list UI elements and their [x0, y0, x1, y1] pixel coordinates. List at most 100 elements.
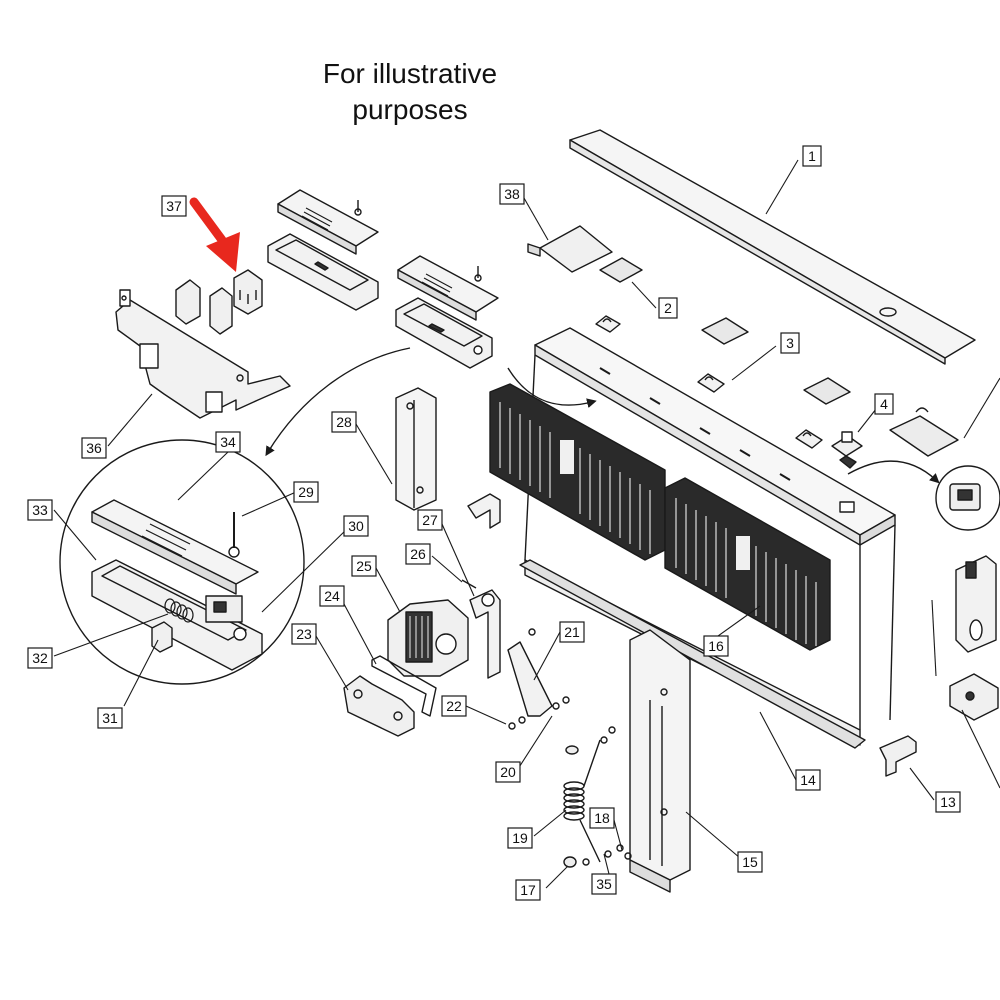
- callout-labels: 1234131415161718192021222324252627282930…: [27, 145, 961, 901]
- callout-box-15: [737, 851, 763, 873]
- detail-circle-left: [59, 439, 305, 685]
- callout-box-3: [780, 332, 800, 354]
- callout-label-38: 38: [504, 186, 520, 202]
- callout-label-33: 33: [32, 502, 48, 518]
- part-16-grille: [489, 383, 831, 651]
- callout-box-34: [215, 431, 241, 453]
- part-block-right: [949, 673, 999, 721]
- callout-label-25: 25: [356, 558, 372, 574]
- part-15-hinge-arm: [629, 629, 691, 893]
- part-switch-cover-mid: [397, 255, 499, 321]
- callout-label-35: 35: [596, 876, 612, 892]
- part-1-top-trim: [569, 129, 976, 365]
- callout-box-35: [591, 873, 617, 895]
- curved-arrow-left: [265, 347, 411, 457]
- callout-box-31: [97, 707, 123, 729]
- callout-label-1: 1: [808, 148, 816, 164]
- highlight-arrow: [189, 197, 240, 272]
- part-32-spring: [164, 598, 194, 623]
- part-switch-housing-mid: [395, 297, 493, 369]
- callout-box-4: [874, 393, 894, 415]
- callout-box-37: [161, 195, 187, 217]
- part-14-lower-rail: [519, 559, 866, 749]
- callout-label-3: 3: [786, 335, 794, 351]
- callout-label-31: 31: [102, 710, 118, 726]
- callout-label-34: 34: [220, 434, 236, 450]
- part-switch-housing-top: [267, 233, 379, 311]
- callout-box-26: [405, 543, 431, 565]
- callout-box-22: [441, 695, 467, 717]
- callout-label-15: 15: [742, 854, 758, 870]
- part-clip-a: [595, 315, 621, 333]
- callout-label-26: 26: [410, 546, 426, 562]
- callout-label-30: 30: [348, 518, 364, 534]
- callout-label-20: 20: [500, 764, 516, 780]
- part-small-panel-right: [889, 407, 959, 457]
- part-21-lever: [507, 641, 553, 717]
- callout-label-28: 28: [336, 414, 352, 430]
- part-pad-b: [803, 377, 851, 405]
- part-13-bracket: [879, 735, 917, 777]
- callout-box-28: [331, 411, 357, 433]
- part-clip-c: [795, 429, 823, 449]
- part-31-tab: [151, 621, 173, 653]
- callout-label-23: 23: [296, 626, 312, 642]
- part-pad-a: [701, 317, 749, 345]
- callout-label-27: 27: [422, 512, 438, 528]
- part-side-bracket-right: [955, 555, 997, 653]
- callout-label-19: 19: [512, 830, 528, 846]
- part-24-wire: [371, 655, 437, 717]
- part-3-clip: [697, 373, 725, 393]
- callout-label-4: 4: [880, 396, 888, 412]
- callout-label-16: 16: [708, 638, 724, 654]
- callout-label-18: 18: [594, 810, 610, 826]
- caption-line-1: For illustrative: [322, 58, 498, 89]
- callout-box-25: [351, 555, 377, 577]
- part-28-vertical-bar: [395, 387, 437, 511]
- callout-box-17: [515, 879, 541, 901]
- part-38-bracket: [527, 225, 613, 273]
- part-switch-detail-right: [935, 465, 1000, 531]
- callout-box-16: [703, 635, 729, 657]
- part-27-bracket: [467, 493, 501, 529]
- part-36-mount-bracket: [115, 289, 291, 419]
- callout-label-32: 32: [32, 650, 48, 666]
- callout-box-36: [81, 437, 107, 459]
- callout-box-18: [589, 807, 615, 829]
- curved-arrow-right: [847, 460, 940, 484]
- callout-box-20: [495, 761, 521, 783]
- part-37-switches: [175, 269, 263, 335]
- callout-box-13: [935, 791, 961, 813]
- caption-line-2: purposes: [352, 94, 468, 125]
- callout-box-21: [559, 621, 585, 643]
- callout-box-30: [343, 515, 369, 537]
- part-switch-cover-top: [277, 189, 379, 255]
- part-20-screws: [508, 628, 570, 730]
- callout-box-29: [293, 481, 319, 503]
- callout-label-37: 37: [166, 198, 182, 214]
- callout-box-14: [795, 769, 821, 791]
- callout-label-36: 36: [86, 440, 102, 456]
- callout-label-2: 2: [664, 300, 672, 316]
- leader-lines: [53, 159, 1000, 889]
- part-4-knob: [831, 431, 863, 469]
- callout-label-13: 13: [940, 794, 956, 810]
- callout-box-33: [27, 499, 53, 521]
- part-2-pad: [599, 257, 643, 283]
- part-19-spring: [563, 739, 601, 863]
- callout-label-24: 24: [324, 588, 340, 604]
- callout-box-32: [27, 647, 53, 669]
- callout-label-22: 22: [446, 698, 462, 714]
- callout-box-19: [507, 827, 533, 849]
- callout-label-21: 21: [564, 624, 580, 640]
- callout-label-17: 17: [520, 882, 536, 898]
- part-23-bracket: [343, 675, 415, 737]
- part-25-motor: [387, 599, 469, 677]
- callout-label-14: 14: [800, 772, 816, 788]
- part-29-screw: [228, 546, 240, 558]
- callout-box-2: [658, 297, 678, 319]
- callout-box-27: [417, 509, 443, 531]
- part-small-bushings: [563, 726, 632, 868]
- curved-arrow-center: [507, 367, 597, 408]
- callout-box-38: [499, 183, 525, 205]
